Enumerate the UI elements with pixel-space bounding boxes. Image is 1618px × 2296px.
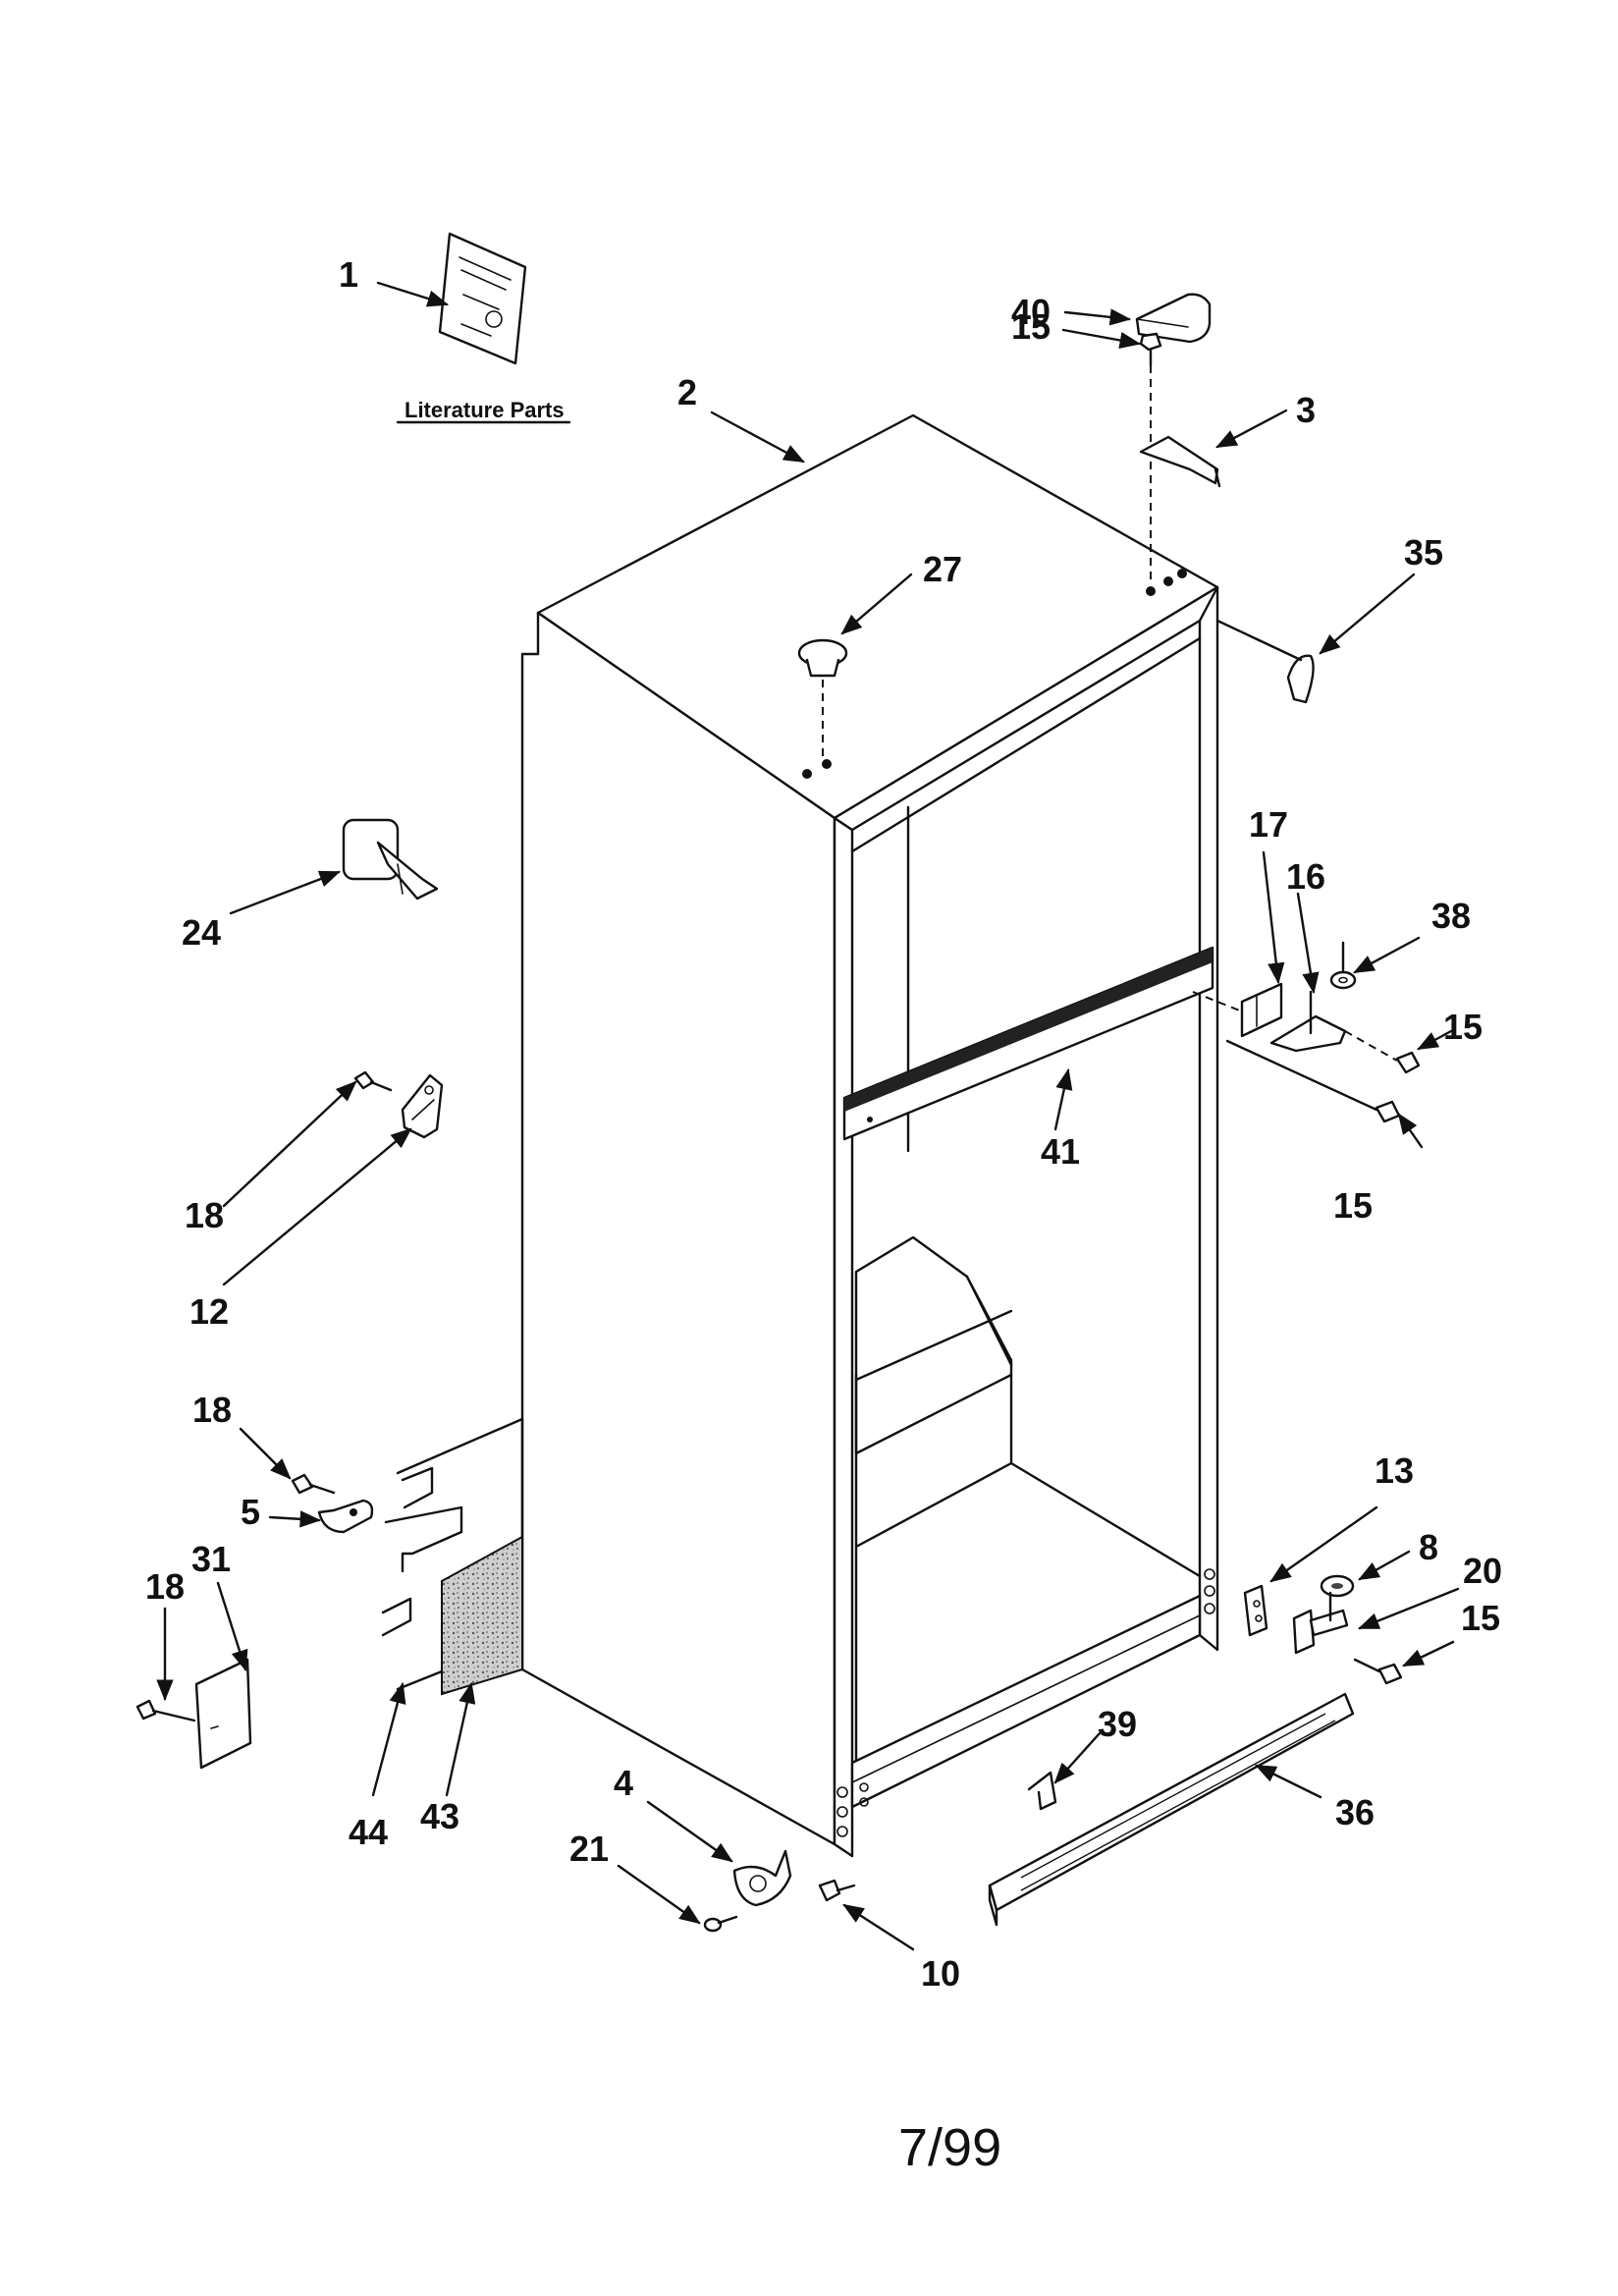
callout-15-mid: 15 bbox=[1443, 1007, 1483, 1047]
callout-36: 36 bbox=[1335, 1792, 1375, 1832]
callout-44: 44 bbox=[349, 1812, 388, 1852]
callout-15-bottom: 15 bbox=[1461, 1598, 1500, 1638]
grille-clip bbox=[1027, 1771, 1057, 1811]
callout-5: 5 bbox=[241, 1492, 260, 1532]
callout-20: 20 bbox=[1463, 1551, 1502, 1591]
callout-38: 38 bbox=[1431, 896, 1471, 936]
hinge-pin-cover bbox=[1215, 619, 1315, 704]
screw-21 bbox=[703, 1915, 738, 1933]
callout-18-upper: 18 bbox=[185, 1195, 224, 1235]
callout-4: 4 bbox=[614, 1763, 633, 1803]
callout-24: 24 bbox=[182, 912, 221, 953]
callout-13: 13 bbox=[1375, 1450, 1414, 1491]
literature-booklet bbox=[438, 232, 527, 365]
callout-18-cover: 18 bbox=[145, 1566, 185, 1607]
callout-43: 43 bbox=[420, 1796, 459, 1836]
hinge-bracket-12 bbox=[401, 1073, 444, 1139]
callout-31: 31 bbox=[191, 1539, 231, 1579]
callout-8: 8 bbox=[1419, 1527, 1438, 1567]
hinge-screw-lower bbox=[1225, 1039, 1401, 1123]
leveling-leg bbox=[732, 1849, 792, 1907]
cabinet bbox=[520, 413, 1219, 1858]
cable-clamp bbox=[317, 1499, 374, 1534]
callout-15-lower: 15 bbox=[1333, 1185, 1373, 1226]
callout-12: 12 bbox=[189, 1291, 229, 1332]
callout-41: 41 bbox=[1041, 1131, 1080, 1172]
center-hinge bbox=[1192, 990, 1347, 1053]
callout-3: 3 bbox=[1296, 390, 1316, 430]
callout-27: 27 bbox=[923, 549, 962, 589]
bottom-hinge-20 bbox=[1292, 1591, 1349, 1655]
literature-parts-label: Literature Parts bbox=[404, 398, 565, 422]
callout-18-lower: 18 bbox=[192, 1390, 232, 1430]
callout-arrows bbox=[156, 281, 1460, 1951]
washer-8 bbox=[1320, 1574, 1355, 1598]
shim-13 bbox=[1243, 1584, 1268, 1637]
hinge-screw-top bbox=[1139, 332, 1162, 579]
callout-35: 35 bbox=[1404, 532, 1443, 573]
hinge-cover-31 bbox=[194, 1658, 252, 1770]
callout-39: 39 bbox=[1098, 1704, 1137, 1744]
screw-18-lower bbox=[291, 1473, 336, 1495]
callout-2: 2 bbox=[677, 372, 697, 412]
insulation-pad bbox=[441, 1535, 523, 1696]
hinge-washer bbox=[1329, 941, 1357, 990]
callout-17: 17 bbox=[1249, 804, 1288, 845]
door-stop bbox=[342, 818, 439, 901]
hinge-cover bbox=[1135, 293, 1212, 344]
hinge-screw-mid bbox=[1344, 1030, 1421, 1074]
callout-labels: 1 2 3 4 5 8 10 12 13 15 15 15 15 16 17 1… bbox=[145, 254, 1502, 1994]
screw-10 bbox=[818, 1879, 856, 1902]
callout-1: 1 bbox=[339, 254, 358, 295]
screw-18-upper bbox=[353, 1070, 393, 1092]
callout-21: 21 bbox=[569, 1829, 609, 1869]
screw-18-cover bbox=[135, 1699, 196, 1722]
callout-16: 16 bbox=[1286, 856, 1325, 897]
callout-15-top: 15 bbox=[1011, 306, 1051, 347]
plug-button bbox=[797, 638, 848, 756]
toe-grille bbox=[988, 1692, 1355, 1927]
footer-date: 7/99 bbox=[898, 2118, 1001, 2177]
screw-15-bottom bbox=[1353, 1658, 1403, 1685]
top-hinge bbox=[1139, 435, 1221, 488]
callout-40: 40 bbox=[1011, 292, 1051, 332]
hinge-shim bbox=[1240, 982, 1283, 1038]
callout-10: 10 bbox=[921, 1953, 960, 1994]
